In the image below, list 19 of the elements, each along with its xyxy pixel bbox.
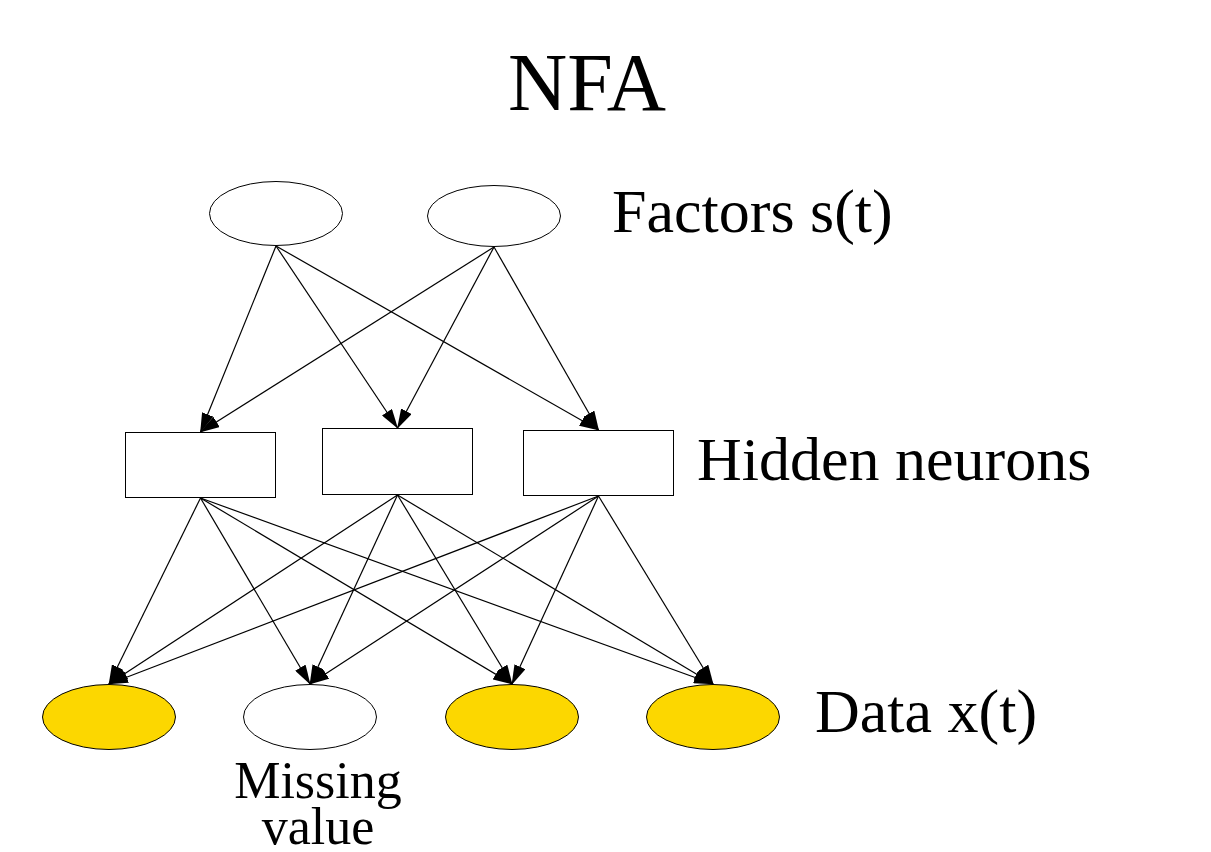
layer-label: Hidden neurons	[697, 428, 1092, 490]
arrow	[275, 245, 399, 429]
arrow	[309, 495, 600, 685]
arrow	[199, 246, 495, 433]
diagram-title: NFA	[507, 42, 667, 124]
arrow	[597, 495, 714, 685]
arrow	[396, 494, 513, 685]
arrow	[199, 497, 513, 685]
arrow	[493, 246, 600, 431]
node-caption: Missing value	[233, 758, 403, 850]
arrow	[275, 245, 600, 431]
arrow	[511, 495, 600, 685]
arrow	[309, 494, 399, 685]
arrow	[396, 494, 714, 685]
arrow	[108, 497, 202, 685]
arrow	[199, 497, 311, 685]
arrow	[108, 494, 399, 685]
arrow	[396, 246, 495, 429]
arrow	[199, 245, 277, 433]
